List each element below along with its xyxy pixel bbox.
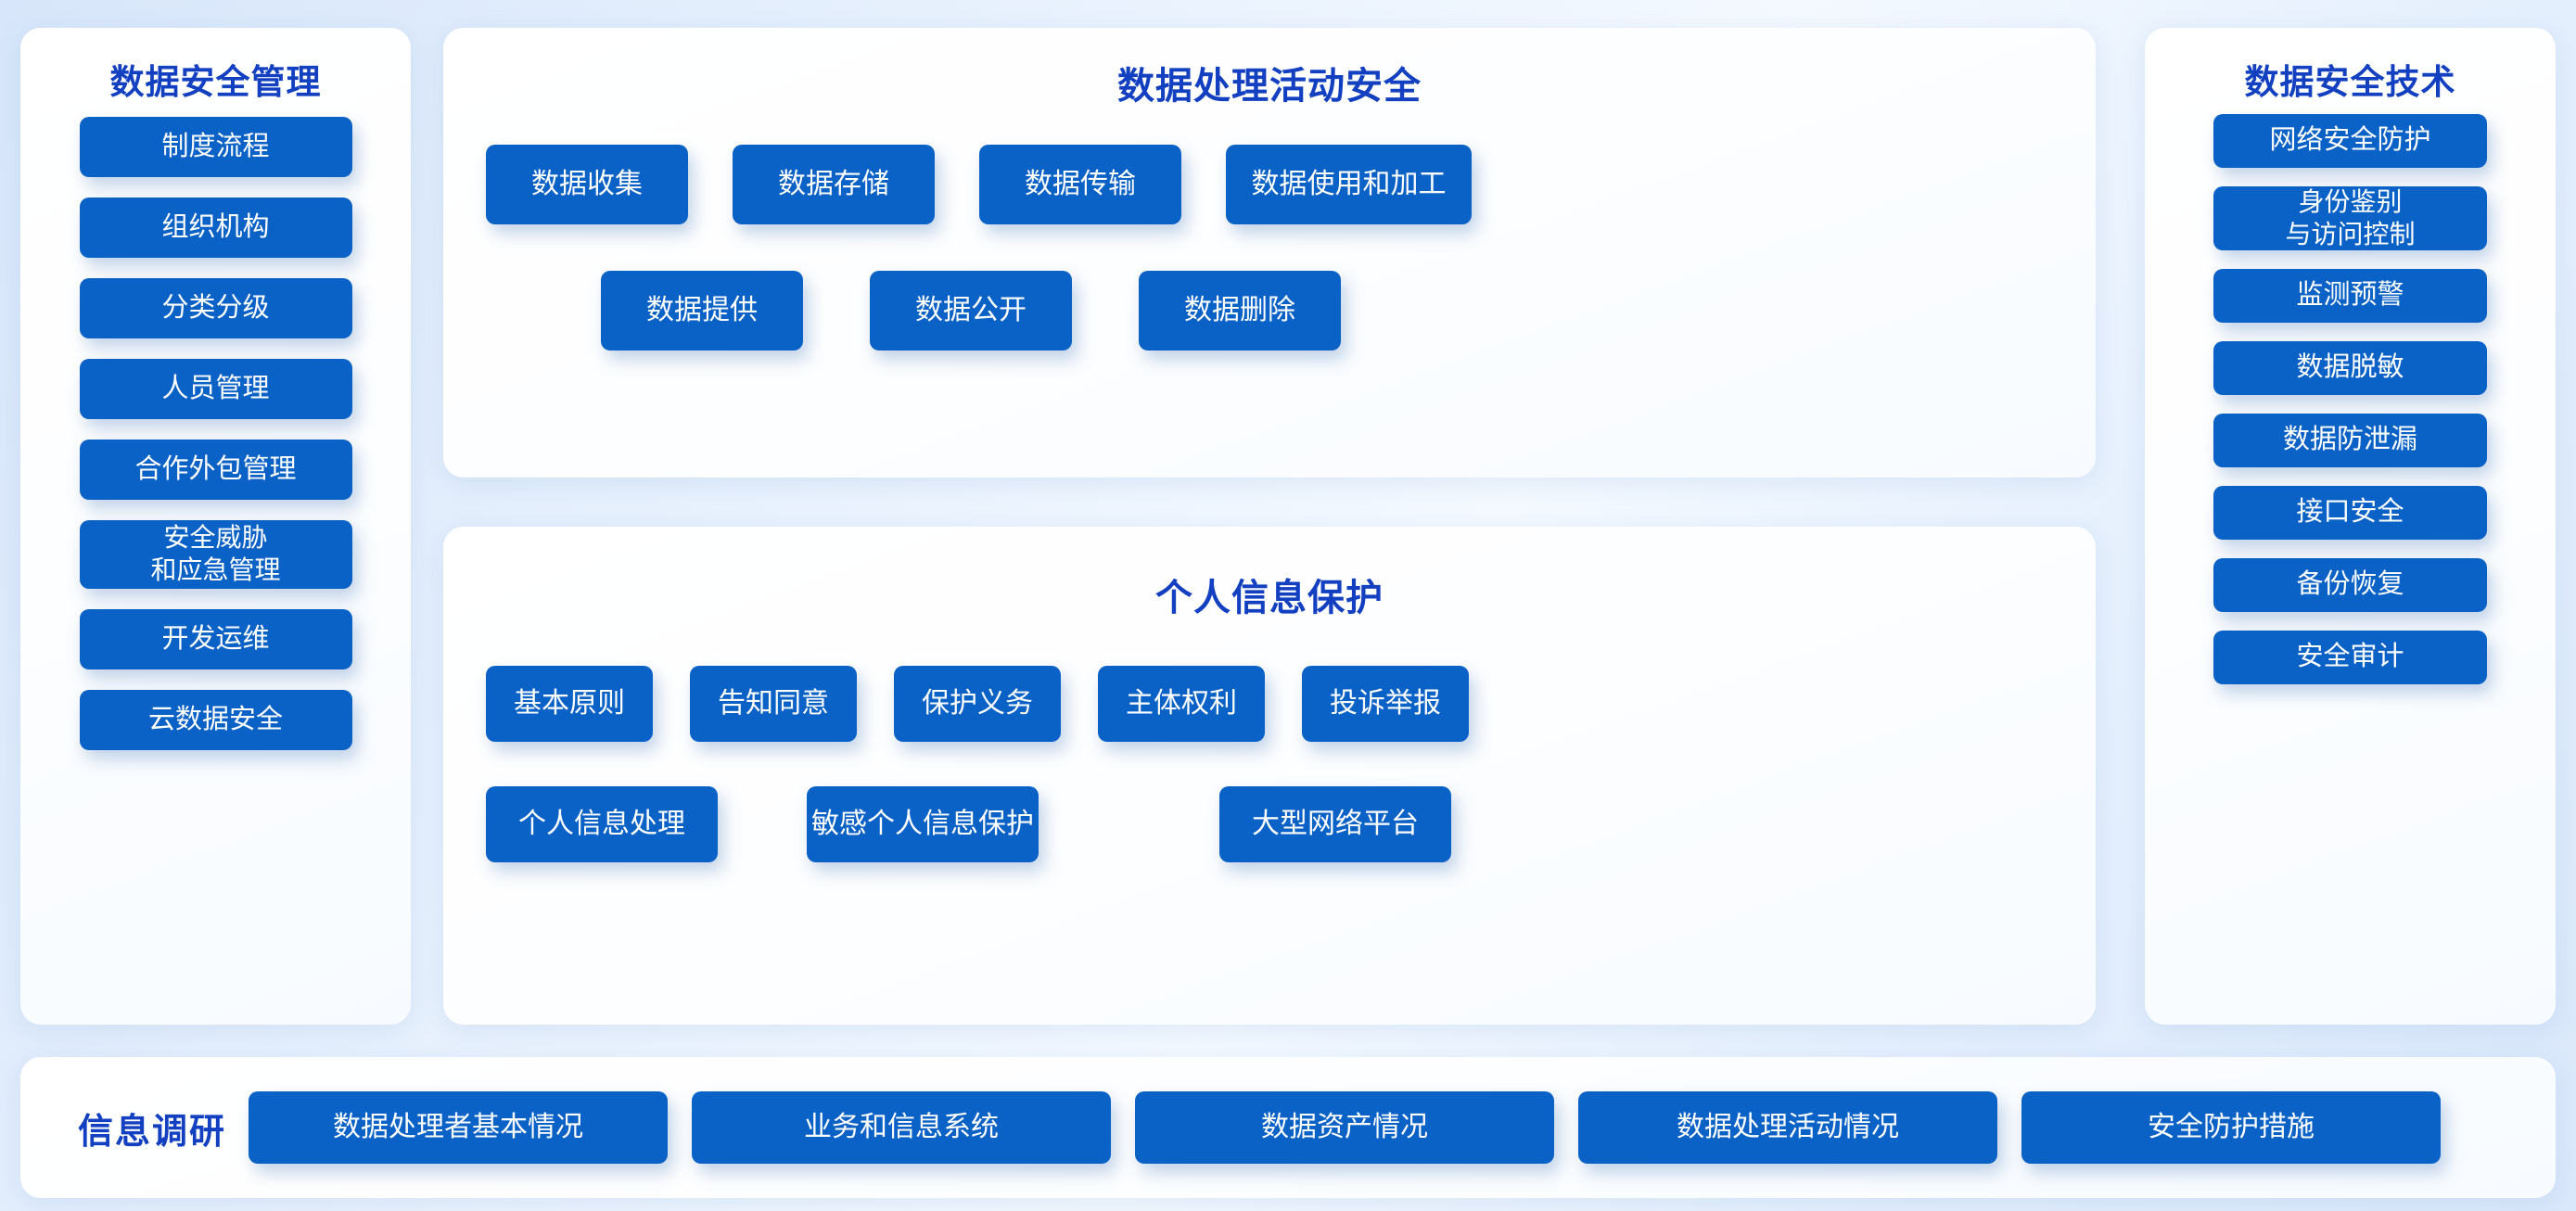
- right-panel-title: 数据安全技术: [2244, 63, 2456, 101]
- center-top-panel-title: 数据处理活动安全: [1117, 66, 1422, 107]
- center-bottom-panel-title: 个人信息保护: [1155, 578, 1384, 618]
- chip-partner-outsourcing-management[interactable]: 合作外包管理: [79, 440, 352, 500]
- bottom-bar-title: 信息调研: [78, 1112, 227, 1152]
- chip-interface-security[interactable]: 接口安全: [2213, 486, 2487, 541]
- chip-system-process[interactable]: 制度流程: [79, 117, 352, 177]
- chip-identity-authentication-access-control[interactable]: 身份鉴别 与访问控制: [2213, 186, 2487, 251]
- chip-security-protection-measures[interactable]: 安全防护措施: [2021, 1091, 2442, 1164]
- chip-security-audit[interactable]: 安全审计: [2213, 631, 2487, 685]
- chip-protection-obligations[interactable]: 保护义务: [894, 666, 1061, 742]
- center-bottom-row-2: 个人信息处理 敏感个人信息保护 大型网络平台: [486, 786, 2053, 862]
- chip-data-collection[interactable]: 数据收集: [486, 145, 688, 224]
- chip-classification-grading[interactable]: 分类分级: [79, 278, 352, 338]
- chip-data-use-and-processing[interactable]: 数据使用和加工: [1226, 145, 1472, 224]
- chip-data-deletion[interactable]: 数据删除: [1139, 271, 1341, 351]
- right-panel-item-list: 网络安全防护 身份鉴别 与访问控制 监测预警 数据脱敏 数据防泄漏 接口安全 备…: [2145, 114, 2556, 685]
- chip-organization[interactable]: 组织机构: [79, 198, 352, 258]
- chip-data-processing-activity-status[interactable]: 数据处理活动情况: [1578, 1091, 1998, 1164]
- chip-personnel-management[interactable]: 人员管理: [79, 359, 352, 419]
- chip-data-disclosure[interactable]: 数据公开: [870, 271, 1072, 351]
- chip-devops[interactable]: 开发运维: [79, 609, 352, 669]
- chip-network-security-protection[interactable]: 网络安全防护: [2213, 114, 2487, 168]
- chip-data-processor-basic-info[interactable]: 数据处理者基本情况: [249, 1091, 669, 1164]
- center-top-row-2: 数据提供 数据公开 数据删除: [601, 271, 2057, 351]
- left-panel-title: 数据安全管理: [109, 63, 322, 101]
- center-top-row-1: 数据收集 数据存储 数据传输 数据使用和加工: [486, 145, 2053, 224]
- chip-basic-principles[interactable]: 基本原则: [486, 666, 653, 742]
- chip-personal-information-processing[interactable]: 个人信息处理: [486, 786, 718, 862]
- chip-cloud-data-security[interactable]: 云数据安全: [79, 690, 352, 750]
- chip-data-provision[interactable]: 数据提供: [601, 271, 803, 351]
- chip-backup-and-recovery[interactable]: 备份恢复: [2213, 558, 2487, 613]
- panel-data-security-technology: 数据安全技术 网络安全防护 身份鉴别 与访问控制 监测预警 数据脱敏 数据防泄漏…: [2145, 28, 2556, 1025]
- chip-data-storage[interactable]: 数据存储: [733, 145, 935, 224]
- left-panel-item-list: 制度流程 组织机构 分类分级 人员管理 合作外包管理 安全威胁 和应急管理 开发…: [20, 117, 411, 750]
- panel-data-processing-activity-security: 数据处理活动安全 数据收集 数据存储 数据传输 数据使用和加工 数据提供 数据公…: [443, 28, 2096, 478]
- chip-security-threat-emergency-management[interactable]: 安全威胁 和应急管理: [79, 520, 352, 589]
- chip-large-network-platform[interactable]: 大型网络平台: [1219, 786, 1451, 862]
- bottom-bar-item-list: 数据处理者基本情况 业务和信息系统 数据资产情况 数据处理活动情况 安全防护措施: [249, 1091, 2442, 1164]
- chip-subject-rights[interactable]: 主体权利: [1098, 666, 1265, 742]
- panel-data-security-management: 数据安全管理 制度流程 组织机构 分类分级 人员管理 合作外包管理 安全威胁 和…: [20, 28, 411, 1025]
- chip-notice-and-consent[interactable]: 告知同意: [690, 666, 857, 742]
- chip-business-and-information-systems[interactable]: 业务和信息系统: [692, 1091, 1112, 1164]
- chip-data-asset-status[interactable]: 数据资产情况: [1135, 1091, 1555, 1164]
- chip-data-leak-prevention[interactable]: 数据防泄漏: [2213, 414, 2487, 468]
- chip-sensitive-personal-information-protection[interactable]: 敏感个人信息保护: [807, 786, 1039, 862]
- chip-data-transmission[interactable]: 数据传输: [979, 145, 1181, 224]
- panel-information-research: 信息调研 数据处理者基本情况 业务和信息系统 数据资产情况 数据处理活动情况 安…: [20, 1057, 2556, 1198]
- center-bottom-row-1: 基本原则 告知同意 保护义务 主体权利 投诉举报: [486, 666, 2053, 742]
- panel-personal-information-protection: 个人信息保护 基本原则 告知同意 保护义务 主体权利 投诉举报 个人信息处理 敏…: [443, 527, 2096, 1025]
- chip-monitoring-and-early-warning[interactable]: 监测预警: [2213, 269, 2487, 324]
- chip-data-desensitization[interactable]: 数据脱敏: [2213, 341, 2487, 396]
- chip-complaints-and-reports[interactable]: 投诉举报: [1302, 666, 1469, 742]
